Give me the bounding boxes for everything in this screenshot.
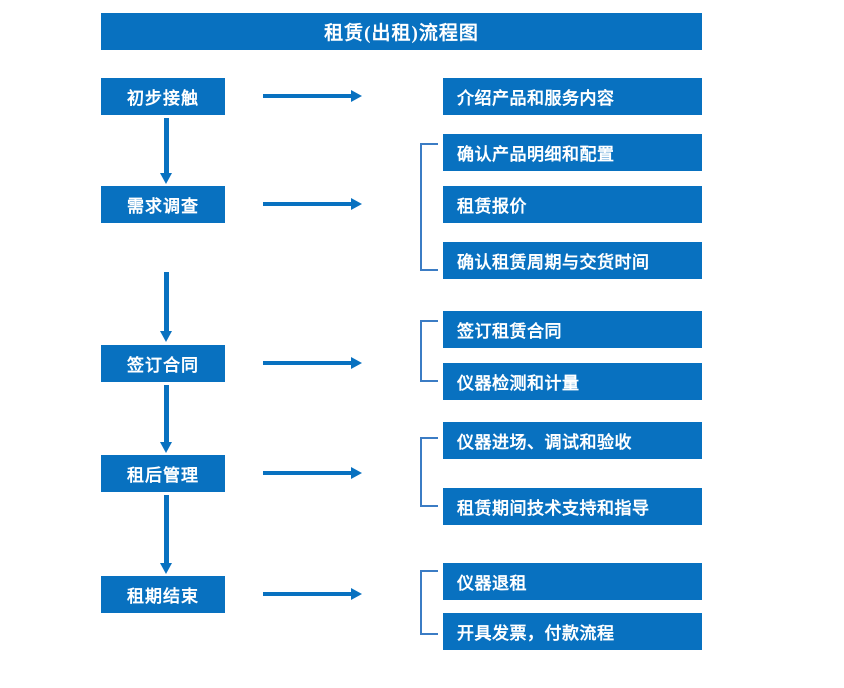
right-arrow-icon-1	[263, 90, 362, 102]
arrow-head	[351, 90, 362, 102]
detail-box-5[interactable]: 签订租赁合同	[443, 311, 702, 348]
arrow-shaft	[164, 495, 169, 563]
detail-box-6[interactable]: 仪器检测和计量	[443, 363, 702, 400]
detail-box-8[interactable]: 租赁期间技术支持和指导	[443, 488, 702, 525]
detail-box-9[interactable]: 仪器退租	[443, 563, 702, 600]
arrow-shaft	[263, 361, 353, 365]
stage-box-2[interactable]: 需求调查	[101, 186, 225, 223]
arrow-shaft	[263, 471, 353, 475]
arrow-head	[160, 442, 172, 453]
group-bracket-icon-4	[420, 570, 438, 635]
detail-box-2[interactable]: 确认产品明细和配置	[443, 134, 702, 171]
stage-box-1[interactable]: 初步接触	[101, 78, 225, 115]
right-arrow-icon-3	[263, 357, 362, 369]
down-arrow-icon-1	[160, 118, 172, 184]
detail-box-4[interactable]: 确认租赁周期与交货时间	[443, 242, 702, 279]
stage-box-4[interactable]: 租后管理	[101, 455, 225, 492]
arrow-head	[351, 588, 362, 600]
group-bracket-icon-3	[420, 437, 438, 507]
down-arrow-icon-4	[160, 495, 172, 574]
right-arrow-icon-5	[263, 588, 362, 600]
arrow-shaft	[263, 94, 353, 98]
detail-box-7[interactable]: 仪器进场、调试和验收	[443, 422, 702, 459]
right-arrow-icon-2	[263, 198, 362, 210]
arrow-shaft	[263, 592, 353, 596]
arrow-head	[351, 467, 362, 479]
detail-box-1[interactable]: 介绍产品和服务内容	[443, 78, 702, 115]
arrow-head	[351, 198, 362, 210]
arrow-shaft	[164, 272, 169, 331]
arrow-shaft	[263, 202, 353, 206]
page-title: 租赁(出租)流程图	[101, 13, 702, 50]
arrow-head	[160, 173, 172, 184]
group-bracket-icon-1	[420, 143, 438, 271]
stage-box-3[interactable]: 签订合同	[101, 345, 225, 382]
arrow-head	[351, 357, 362, 369]
down-arrow-icon-3	[160, 385, 172, 453]
arrow-head	[160, 563, 172, 574]
arrow-shaft	[164, 118, 169, 173]
detail-box-3[interactable]: 租赁报价	[443, 186, 702, 223]
right-arrow-icon-4	[263, 467, 362, 479]
arrow-shaft	[164, 385, 169, 442]
group-bracket-icon-2	[420, 320, 438, 382]
down-arrow-icon-2	[160, 272, 172, 342]
stage-box-5[interactable]: 租期结束	[101, 576, 225, 613]
arrow-head	[160, 331, 172, 342]
detail-box-10[interactable]: 开具发票，付款流程	[443, 613, 702, 650]
